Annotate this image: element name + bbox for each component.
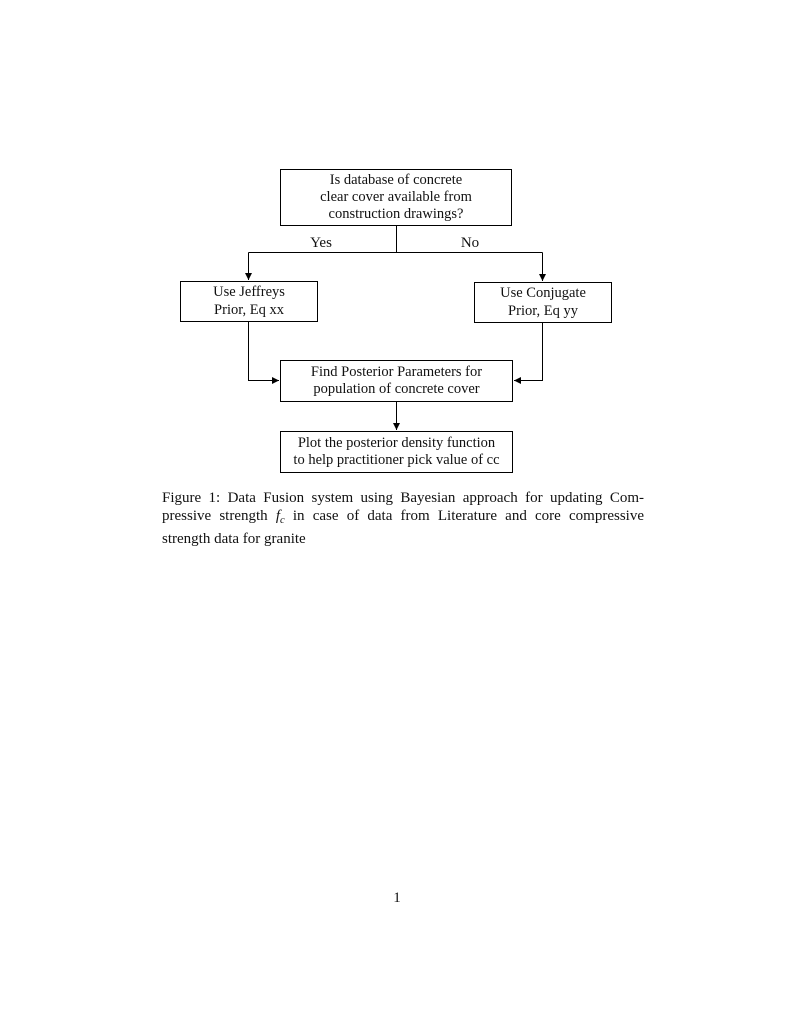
node-question-line3: construction drawings? xyxy=(328,206,464,223)
branch-label-no: No xyxy=(460,235,480,251)
figure-caption-line2: pressive strength fc in case of data fro… xyxy=(162,507,644,530)
flowchart-node-jeffreys-prior: Use Jeffreys Prior, Eq xx xyxy=(180,281,318,322)
caption-fc-symbol: f xyxy=(275,508,281,525)
caption-line2-post: in case of data from Literature and core… xyxy=(284,508,644,525)
node-plot-line1: Plot the posterior density function xyxy=(297,434,496,451)
figure-caption-line3: strength data for granite xyxy=(162,531,306,548)
figure-caption: Figure 1: Data Fusion system using Bayes… xyxy=(162,489,644,549)
edge-jeffreys-posterior xyxy=(248,322,279,384)
caption-line2-pre: pressive strength xyxy=(162,508,276,525)
flowchart-node-plot-density: Plot the posterior density function to h… xyxy=(280,431,513,473)
node-posterior-line1: Find Posterior Parameters for xyxy=(310,363,483,380)
edge-conjugate-posterior xyxy=(514,323,543,384)
page-number: 1 xyxy=(393,890,401,906)
flowchart-node-question: Is database of concrete clear cover avai… xyxy=(280,169,512,226)
flowchart-node-conjugate-prior: Use Conjugate Prior, Eq yy xyxy=(474,282,612,323)
node-question-line2: clear cover available from xyxy=(320,188,472,205)
node-posterior-line2: population of concrete cover xyxy=(313,381,480,397)
caption-fc-subscript: c xyxy=(280,515,285,527)
branch-label-yes: Yes xyxy=(310,235,332,251)
node-conjugate-line2: Prior, Eq yy xyxy=(508,302,578,319)
node-question-line1: Is database of concrete xyxy=(329,171,463,188)
node-conjugate-line1: Use Conjugate xyxy=(500,285,586,302)
node-plot-line2: to help practitioner pick value of cc xyxy=(293,452,500,468)
node-jeffreys-line1: Use Jeffreys xyxy=(213,284,285,301)
flowchart-node-posterior-parameters: Find Posterior Parameters for population… xyxy=(280,360,513,402)
figure-caption-line1: Figure 1: Data Fusion system using Bayes… xyxy=(162,490,644,506)
node-jeffreys-line2: Prior, Eq xx xyxy=(214,301,284,318)
